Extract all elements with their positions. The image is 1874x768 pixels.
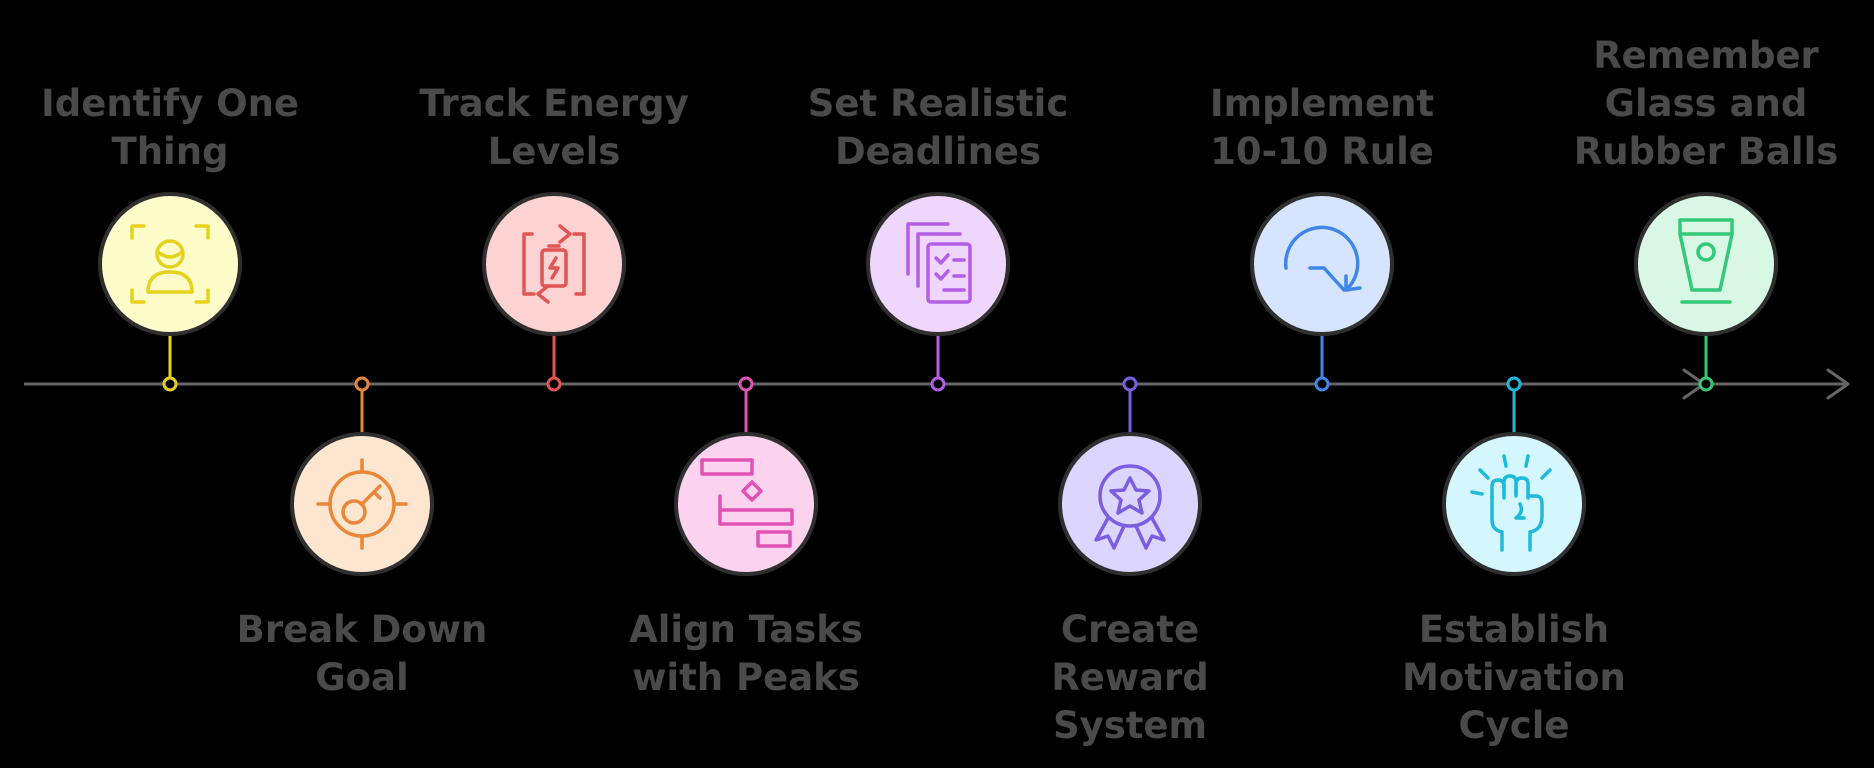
step-label-line: Establish bbox=[1418, 608, 1610, 651]
checklist-stack-icon bbox=[906, 222, 972, 304]
step-label-line: Reward bbox=[1051, 656, 1209, 699]
battery-cycle-icon bbox=[522, 224, 586, 304]
step-circle bbox=[1634, 192, 1778, 336]
step-label: Align Tasks with Peaks bbox=[611, 606, 881, 702]
step-label-line: Levels bbox=[487, 130, 621, 173]
timeline-step bbox=[866, 192, 1010, 392]
rotate-arrow-icon bbox=[1283, 225, 1362, 292]
timeline-step bbox=[98, 192, 242, 392]
step-node bbox=[354, 376, 370, 392]
step-label-line: Deadlines bbox=[834, 130, 1042, 173]
timeline-step bbox=[290, 376, 434, 576]
timeline-step bbox=[1058, 376, 1202, 576]
step-label-line: Track Energy bbox=[419, 82, 689, 125]
step-label-line: with Peaks bbox=[632, 656, 860, 699]
step-node bbox=[546, 376, 562, 392]
step-label-line: Glass and bbox=[1604, 82, 1808, 125]
user-focus-icon bbox=[130, 224, 210, 304]
step-label-line: Identify One bbox=[40, 82, 300, 125]
step-label-line: Rubber Balls bbox=[1573, 130, 1839, 173]
step-circle bbox=[1058, 432, 1202, 576]
step-circle bbox=[1250, 192, 1394, 336]
step-node bbox=[1122, 376, 1138, 392]
step-label-line: Set Realistic bbox=[807, 82, 1069, 125]
step-node bbox=[930, 376, 946, 392]
gantt-chart-icon bbox=[700, 458, 794, 548]
glass-icon bbox=[1678, 218, 1734, 304]
timeline-step bbox=[1634, 192, 1778, 392]
step-label: Implement 10-10 Rule bbox=[1187, 80, 1457, 176]
step-label-line: Goal bbox=[315, 656, 409, 699]
axis-arrow-icon bbox=[1826, 368, 1850, 400]
step-circle bbox=[98, 192, 242, 336]
timeline-step bbox=[1442, 376, 1586, 576]
step-label-line: Break Down bbox=[236, 608, 488, 651]
step-node bbox=[1698, 376, 1714, 392]
step-label-line: Align Tasks bbox=[629, 608, 863, 651]
fist-icon bbox=[1470, 454, 1552, 552]
step-label-line: 10-10 Rule bbox=[1210, 130, 1434, 173]
step-node bbox=[738, 376, 754, 392]
step-circle bbox=[866, 192, 1010, 336]
step-node bbox=[1314, 376, 1330, 392]
timeline-step bbox=[674, 376, 818, 576]
step-label-line: Remember bbox=[1593, 34, 1819, 77]
timeline-step bbox=[482, 192, 626, 392]
award-badge-icon bbox=[1094, 464, 1166, 550]
step-label-line: Thing bbox=[111, 130, 229, 173]
step-circle bbox=[674, 432, 818, 576]
step-node bbox=[162, 376, 178, 392]
step-label-line: Implement bbox=[1209, 82, 1435, 125]
step-label-line: System bbox=[1052, 704, 1208, 747]
step-label-line: Create bbox=[1060, 608, 1200, 651]
timeline-step bbox=[1250, 192, 1394, 392]
target-key-icon bbox=[316, 458, 408, 550]
step-label-line: Cycle bbox=[1458, 704, 1570, 747]
step-node bbox=[1506, 376, 1522, 392]
step-label-line: Motivation bbox=[1402, 656, 1626, 699]
step-circle bbox=[1442, 432, 1586, 576]
